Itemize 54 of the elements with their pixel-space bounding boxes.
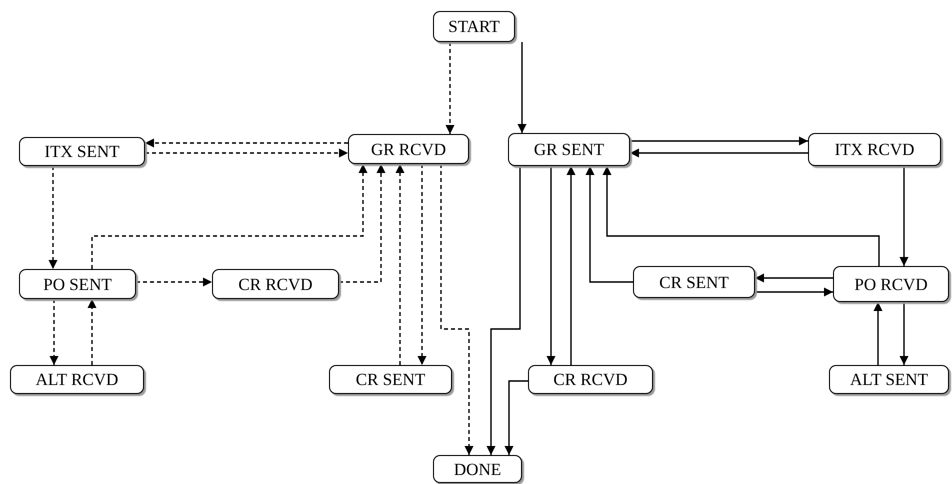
arrow	[518, 42, 526, 133]
state-label: ALT SENT	[850, 371, 928, 388]
arrow	[586, 166, 633, 283]
state-label: DONE	[454, 460, 502, 478]
arrow	[755, 288, 833, 296]
state-box	[433, 455, 522, 483]
state-box	[808, 133, 941, 166]
state-label: ITX SENT	[44, 143, 120, 160]
arrow	[396, 164, 404, 365]
arrow	[566, 166, 576, 365]
arrow	[755, 274, 833, 282]
arrow	[630, 148, 808, 158]
state-label: GR RCVD	[370, 140, 446, 158]
arrow	[48, 166, 58, 269]
state-label: ALT RCVD	[36, 371, 118, 388]
arrow	[145, 148, 348, 158]
state-label: CR RCVD	[238, 276, 313, 292]
state-box	[19, 137, 145, 166]
state-label: ITX RCVD	[834, 141, 914, 158]
state-box	[829, 365, 949, 394]
arrow	[136, 278, 212, 286]
state-box	[212, 269, 339, 299]
arrow	[50, 299, 58, 365]
arrow	[446, 42, 454, 134]
arrow	[504, 380, 528, 455]
state-box	[433, 11, 515, 42]
arrow	[900, 302, 908, 365]
state-box	[528, 365, 653, 394]
arrow	[418, 164, 426, 365]
arrow	[145, 138, 348, 148]
arrow	[339, 164, 386, 283]
state-label: PO SENT	[43, 276, 112, 292]
state-box	[348, 134, 469, 164]
state-label: CR SENT	[659, 274, 729, 290]
arrow	[486, 166, 521, 455]
state-box	[508, 133, 630, 166]
arrow	[88, 299, 96, 365]
arrow	[546, 166, 556, 365]
state-label: PO RCVD	[854, 276, 928, 292]
state-label: START	[448, 18, 500, 35]
state-box	[19, 269, 136, 299]
arrow	[874, 302, 882, 365]
arrow	[900, 166, 908, 266]
arrow	[440, 164, 474, 455]
arrow	[602, 166, 880, 266]
state-box	[633, 266, 755, 298]
state-box	[10, 365, 144, 394]
state-box	[329, 365, 452, 394]
arrow	[91, 164, 368, 269]
state-label: GR SENT	[534, 141, 604, 158]
arrow	[630, 136, 808, 146]
state-box	[833, 266, 949, 302]
state-label: CR RCVD	[553, 371, 628, 388]
state-label: CR SENT	[356, 371, 426, 388]
